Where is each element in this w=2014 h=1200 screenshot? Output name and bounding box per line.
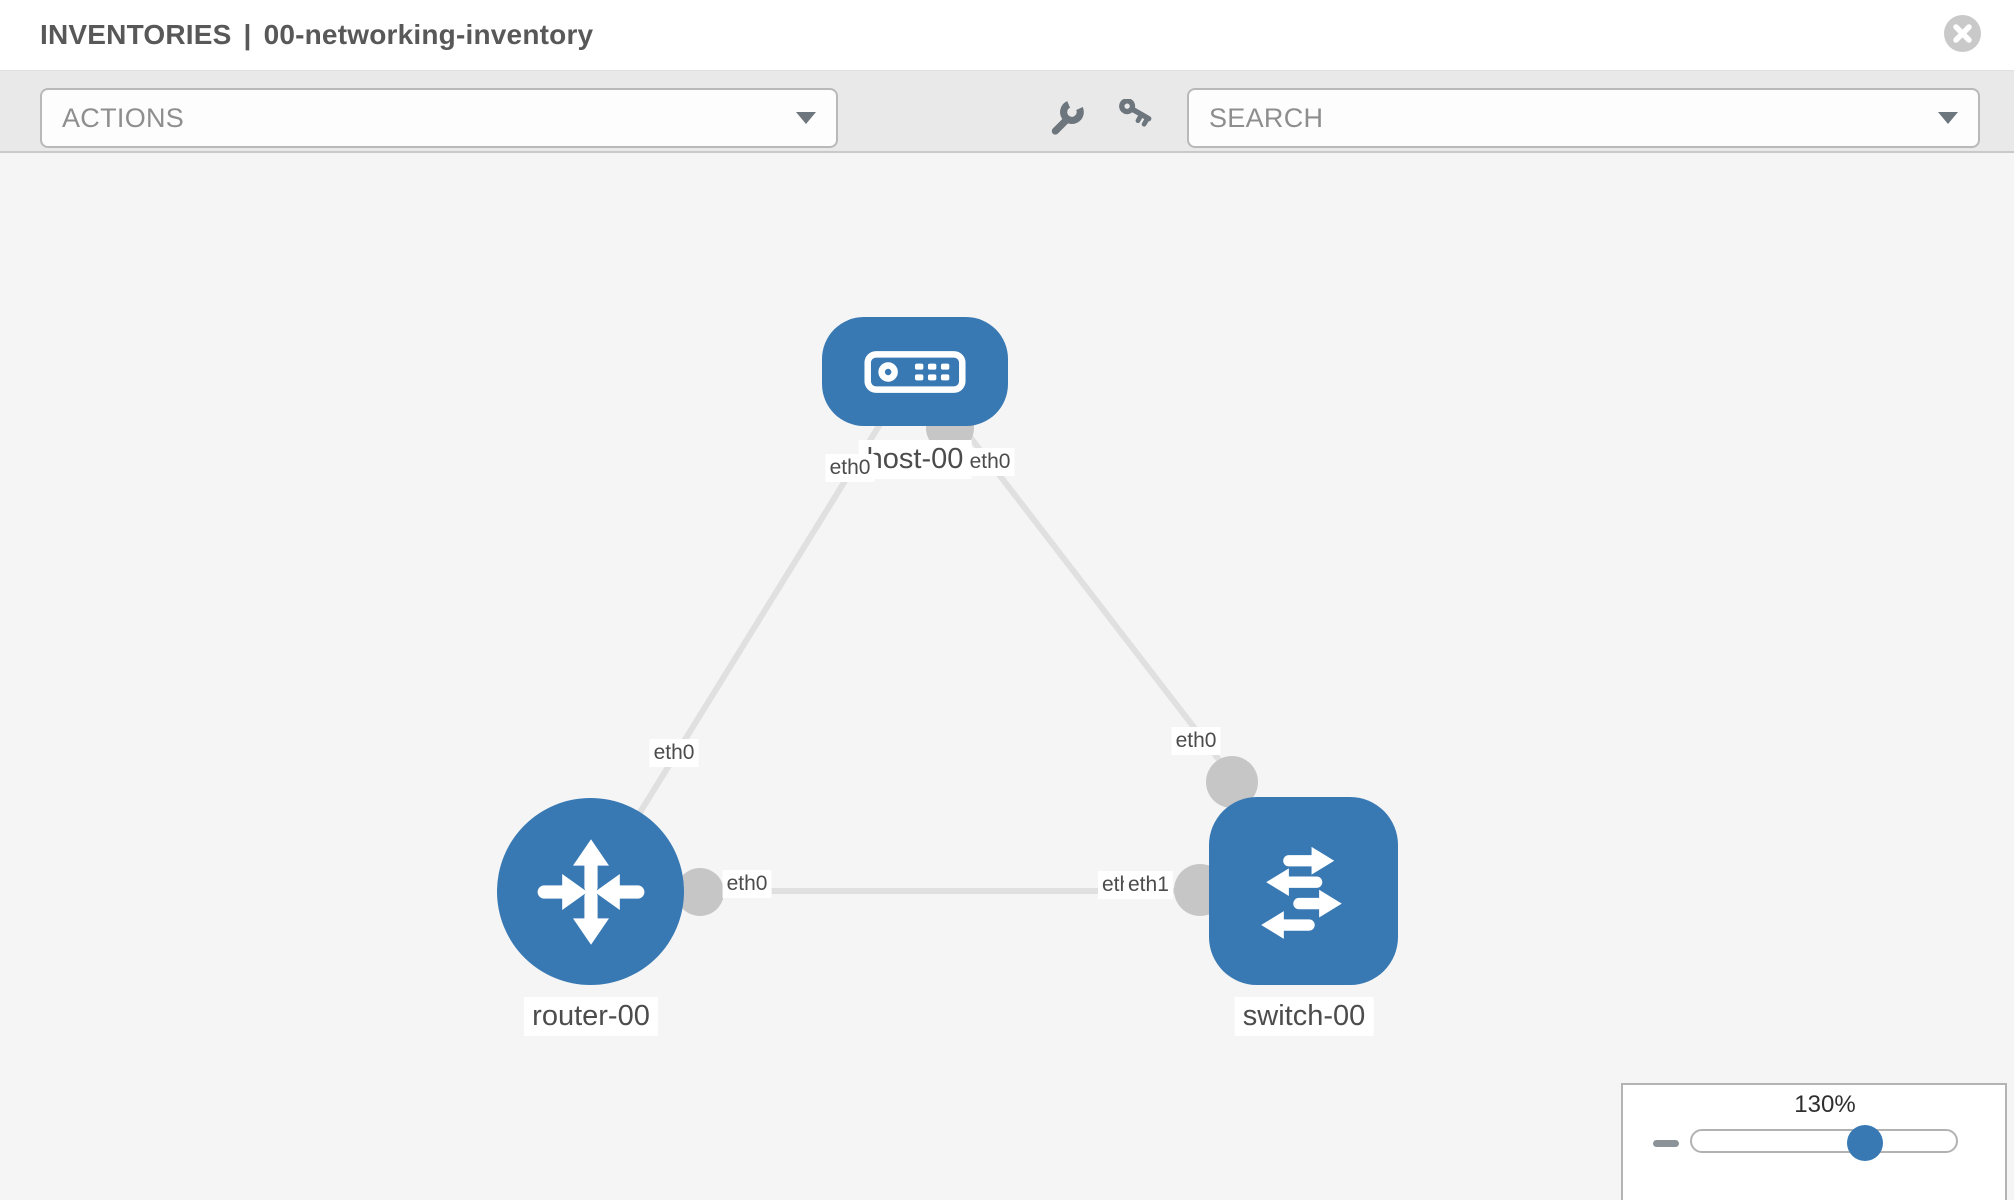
- interface-label: eth0: [825, 454, 875, 482]
- interface-label: eth0: [1171, 727, 1221, 755]
- node-label-host: host-00: [858, 440, 972, 479]
- zoom-slider[interactable]: [1690, 1129, 1958, 1153]
- wrench-icon: [1051, 100, 1084, 135]
- zoom-out-button[interactable]: [1651, 1125, 1681, 1161]
- chevron-down-icon: [796, 112, 816, 124]
- interface-label: eth0: [965, 448, 1015, 476]
- node-host-00[interactable]: [822, 317, 1008, 426]
- credentials-button[interactable]: [1112, 96, 1156, 140]
- topology-edges-layer: [615, 396, 1258, 916]
- interface-label: eth0: [649, 739, 699, 767]
- inventory-name: 00-networking-inventory: [263, 19, 594, 50]
- server-icon: [864, 350, 966, 393]
- search-dropdown-label: SEARCH: [1209, 102, 1324, 133]
- node-switch-00[interactable]: [1209, 797, 1398, 985]
- port-switch-eth0[interactable]: [1206, 756, 1258, 808]
- node-label-router: router-00: [524, 997, 658, 1036]
- configure-button[interactable]: [1044, 96, 1088, 140]
- minus-icon: [1653, 1140, 1679, 1147]
- interface-label: eth1: [1124, 871, 1173, 899]
- actions-dropdown[interactable]: ACTIONS: [40, 88, 838, 148]
- close-icon: [1953, 24, 1972, 43]
- router-arrows-icon: [537, 838, 644, 945]
- zoom-slider-thumb[interactable]: [1847, 1125, 1883, 1161]
- zoom-panel: 130%: [1621, 1083, 2007, 1200]
- actions-dropdown-label: ACTIONS: [62, 102, 185, 133]
- port-router-eth0[interactable]: [676, 868, 724, 916]
- interface-label: eth0: [722, 870, 772, 898]
- search-dropdown[interactable]: SEARCH: [1187, 88, 1980, 148]
- page-title-prefix: INVENTORIES: [40, 19, 232, 50]
- node-label-switch: switch-00: [1234, 997, 1374, 1036]
- header: INVENTORIES | 00-networking-inventory: [0, 0, 2014, 71]
- close-button[interactable]: [1944, 15, 1981, 52]
- zoom-in-button[interactable]: [1967, 1125, 2007, 1161]
- topology-canvas[interactable]: host-00 router-00 switch-00 eth0 eth0 et…: [0, 153, 2014, 1200]
- switch-arrows-icon: [1260, 846, 1342, 939]
- chevron-down-icon: [1938, 112, 1958, 124]
- key-icon: [1119, 99, 1152, 127]
- node-router-00[interactable]: [497, 798, 684, 985]
- zoom-level-value: 130%: [1794, 1091, 1856, 1118]
- page-title: INVENTORIES | 00-networking-inventory: [40, 0, 593, 70]
- page-title-separator: |: [243, 19, 252, 50]
